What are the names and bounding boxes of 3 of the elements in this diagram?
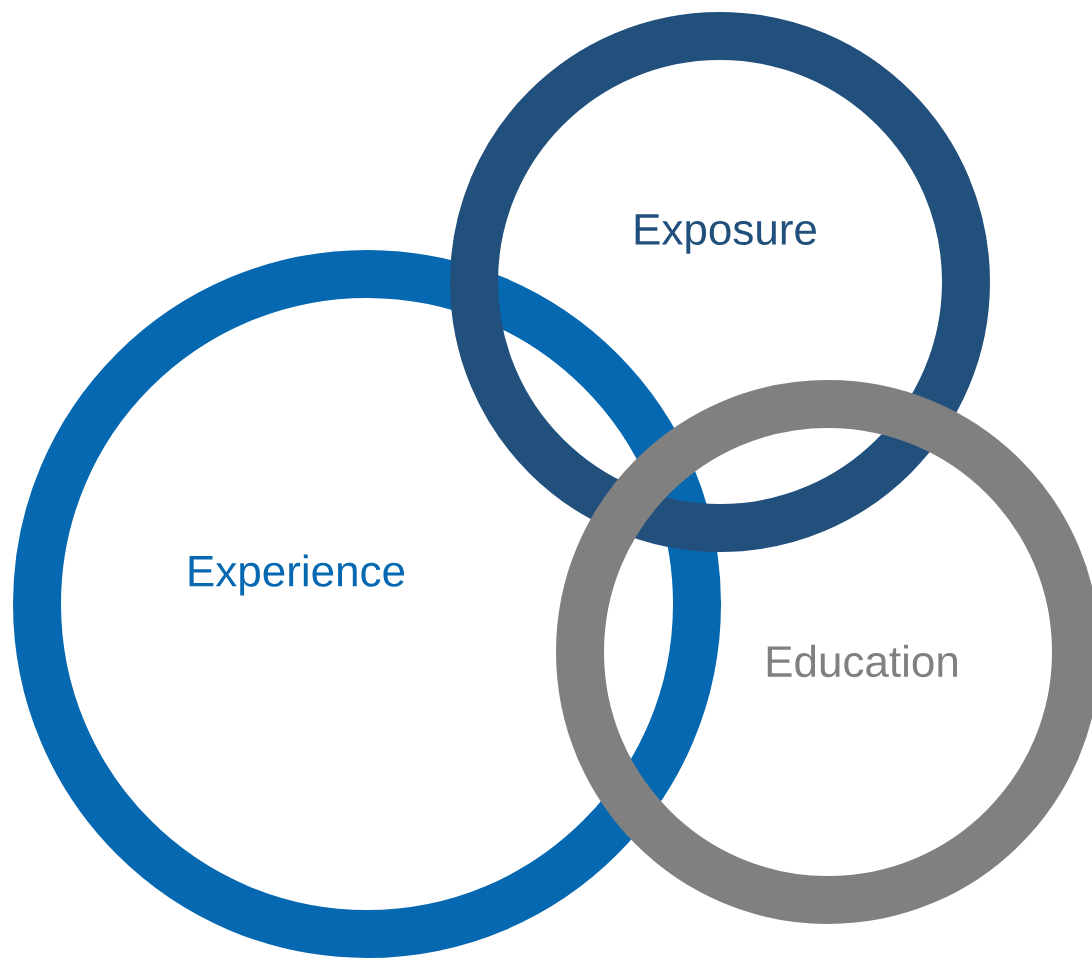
circle-label: Experience (189, 554, 405, 596)
circle-label: Exposure (635, 214, 816, 254)
circle-label: Education (767, 644, 957, 678)
